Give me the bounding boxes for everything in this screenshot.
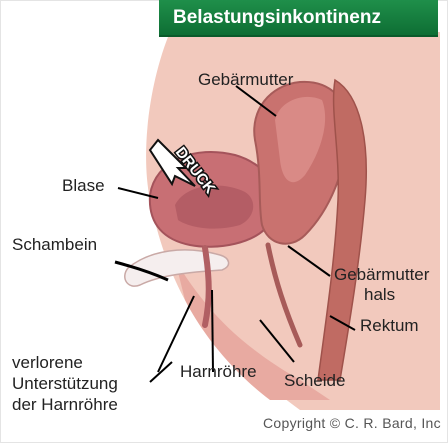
label-harnroehre: Harnröhre [180,362,257,381]
pointer-harnroehre [212,290,213,372]
label-schambein: Schambein [12,235,97,254]
label-gebaermutterhals-2: hals [364,285,395,304]
label-gebaermutterhals-1: Gebärmutter [334,265,429,284]
label-verlorene-1: verlorene [12,353,83,372]
label-verlorene-3: der Harnröhre [12,395,118,414]
label-scheide: Scheide [284,371,345,390]
copyright-notice: Copyright © C. R. Bard, Inc [263,415,441,431]
pointer-verlorene [158,296,194,372]
label-gebaermutter: Gebärmutter [198,70,293,89]
label-blase: Blase [62,176,105,195]
label-rektum: Rektum [360,316,419,335]
page-title: Belastungsinkontinenz [159,0,438,37]
label-verlorene-2: Unterstützung [12,374,118,393]
